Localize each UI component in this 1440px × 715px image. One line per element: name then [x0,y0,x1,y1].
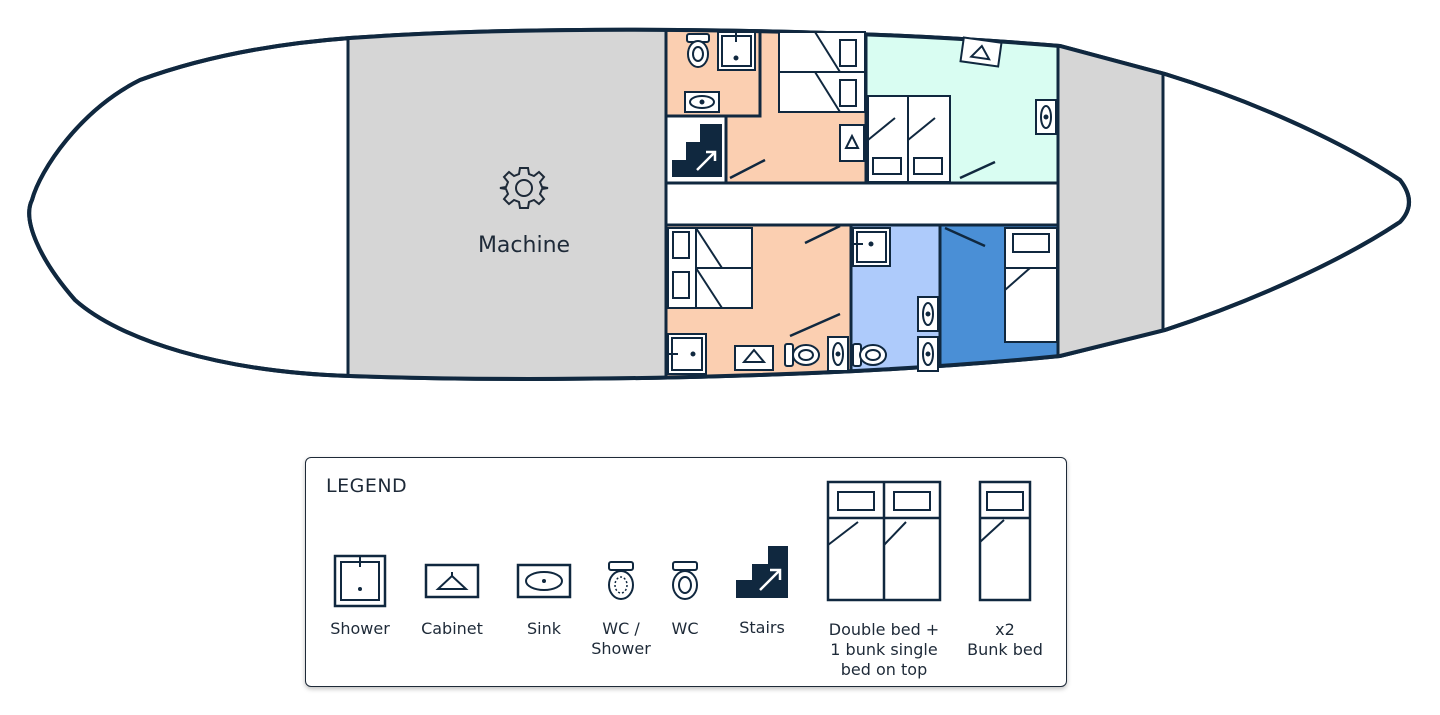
double-bed-icon [826,480,942,602]
sink-icon [516,563,572,599]
cabinet-icon [959,36,1003,68]
legend-title: LEGEND [326,475,408,497]
cabinet-icon [839,124,865,162]
legend: LEGEND Shower Cabinet Sink [305,457,1067,687]
legend-label: x2 Bunk bed [967,620,1043,659]
shower-icon [717,31,756,71]
shower-icon [333,554,387,608]
legend-label: WC / Shower [591,619,651,658]
boat-floor-plan [27,27,1411,381]
wc-icon [672,561,698,600]
cabinet-icon [424,563,480,599]
machine-room [346,29,668,379]
wc-shower-icon [608,561,634,600]
door-swings [729,158,996,338]
wc-icon [852,343,887,367]
legend-label: Double bed + 1 bunk single bed on top [828,620,940,679]
bed-icon [1004,227,1058,343]
shower-icon [667,333,707,375]
aft-compartment [1056,29,1165,379]
bed-icon [778,31,866,113]
wc-icon [784,343,820,367]
stairs-icon [672,124,722,177]
wc-icon [686,33,710,68]
machine-room-label: Machine [477,233,571,258]
corridor [664,181,1060,227]
sink-icon [827,336,849,372]
legend-label: WC [671,619,699,638]
legend-label: Sink [526,619,561,638]
stairs-icon [736,546,788,598]
legend-label: Stairs [739,618,785,637]
legend-label: Shower [330,619,390,638]
cabinet-icon [734,345,774,371]
shower-icon [852,227,891,267]
sink-icon [684,91,720,113]
bed-icon [867,95,951,183]
sink-icon [1035,99,1057,135]
bed-icon [667,227,753,309]
gear-icon [499,167,549,209]
legend-label: Cabinet [421,619,483,638]
bunk-bed-icon [978,480,1032,602]
sink-icon [917,296,939,372]
